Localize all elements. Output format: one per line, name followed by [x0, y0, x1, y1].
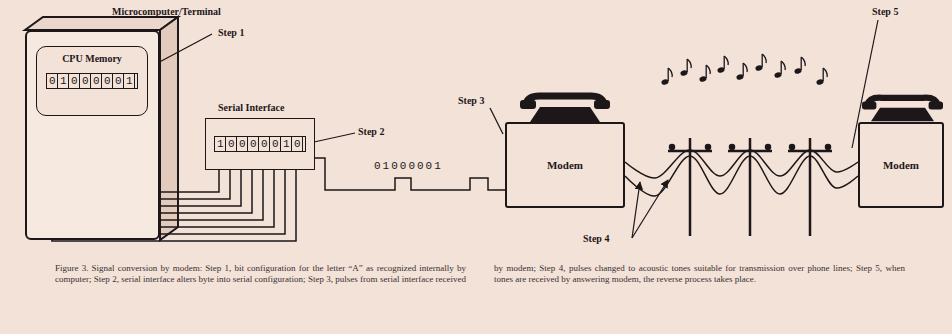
computer-housing: Microcomputer/TerminalCPU Memory01000001	[25, 30, 160, 240]
telephone-poles	[668, 138, 832, 236]
step-label: Step 3	[458, 95, 484, 106]
figure-caption: Figure 3. Signal conversion by modem: St…	[55, 263, 905, 285]
box-label: CPU Memory	[62, 53, 122, 65]
telephone	[862, 98, 943, 121]
computer-top	[25, 17, 178, 30]
note-symbol	[661, 68, 672, 86]
bit-pattern: 10000010	[214, 136, 306, 153]
memory-box: CPU Memory 01000001	[36, 46, 148, 116]
box-label: Microcomputer/Terminal	[112, 6, 221, 18]
modem-box: Modem	[505, 122, 625, 208]
signal-bits: 01000001	[372, 160, 445, 172]
note-symbol	[680, 59, 691, 77]
note-symbol	[774, 61, 785, 79]
note-symbol	[794, 57, 805, 75]
step-label: Step 4	[583, 233, 609, 244]
note-symbol	[816, 68, 827, 86]
box-label: Modem	[883, 159, 919, 172]
musical-notes	[661, 54, 827, 86]
serial-line	[315, 158, 505, 190]
phone-line	[625, 150, 858, 178]
modem-box: Modem	[858, 122, 944, 208]
box-label: Modem	[547, 159, 583, 172]
step-label: Step 5	[872, 6, 898, 17]
box-label: Serial Interface	[218, 102, 284, 114]
note-symbol	[699, 65, 710, 83]
telephone	[520, 96, 610, 122]
step-label: Step 1	[218, 27, 244, 38]
bit-pattern: 01000001	[46, 73, 138, 90]
note-symbol	[755, 54, 766, 72]
leader-lines	[152, 20, 878, 238]
note-symbol	[736, 63, 747, 81]
step-label: Step 2	[358, 126, 384, 137]
interface-box: Serial Interface10000010	[205, 118, 315, 170]
note-symbol	[717, 56, 728, 74]
